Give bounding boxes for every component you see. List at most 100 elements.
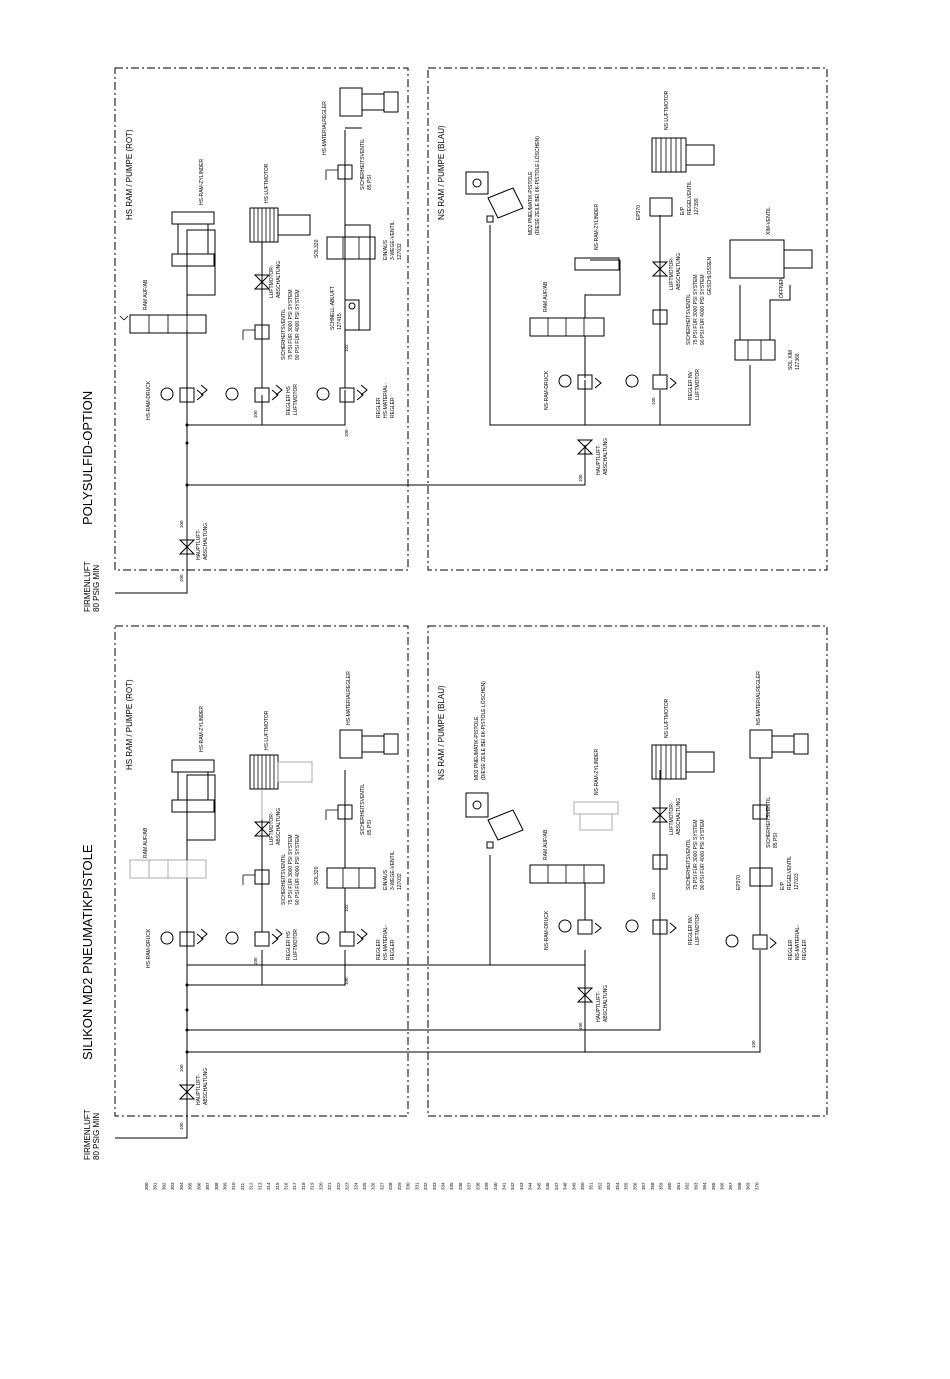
line-number: 339 <box>484 1182 489 1190</box>
supply-label-1: FIRMENLUFT <box>83 561 92 612</box>
line-number: 308 <box>214 1182 219 1190</box>
sil-num-100-e: 100 <box>578 1022 583 1030</box>
hs-material-regler-device-sil <box>339 729 399 759</box>
silikon-title: SILIKON MD2 PNEUMATIKPISTOLE <box>80 844 95 1060</box>
line-number: 322 <box>336 1182 341 1190</box>
sil-lm-abs-1: LUFTMOTOR- <box>269 812 275 845</box>
line-number: 337 <box>467 1182 472 1190</box>
hs-ram-regulator-poly <box>160 384 208 403</box>
md2-label-2-poly: (DIESE ZEILE BEI 6K-PISTOLE LÖSCHEN) <box>534 136 541 235</box>
ns-ram-aufab-label-poly: RAM AUF/AB <box>543 281 549 312</box>
line-number: 309 <box>223 1182 228 1190</box>
ns-ram-valve-poly <box>529 317 605 337</box>
sil-ns-ram-zyl: NS-RAM-ZYLINDER <box>594 748 600 795</box>
line-number: 351 <box>589 1182 594 1190</box>
line-number: 333 <box>432 1182 437 1190</box>
sil-ep-2: REGELVENTIL <box>787 856 793 890</box>
sil-regler-nv-1: REGLER NV <box>688 915 694 945</box>
line-number: 357 <box>641 1182 646 1190</box>
sil-ns-ram-aufab: RAM AUF/AB <box>543 829 549 860</box>
ns-ram-cylinder-poly <box>574 257 620 271</box>
sil-hs-mat-regler: HS-MATERIALREGLER <box>346 671 352 725</box>
sil-ns-sich85-2: 85 PSI <box>773 833 779 848</box>
sil-num-103: 103 <box>651 892 656 900</box>
line-number: 366 <box>720 1182 725 1190</box>
line-number: 335 <box>449 1182 454 1190</box>
onoff-3way-valve-poly <box>326 236 376 260</box>
sil-hs-ram-druck: HS-RAM-DRUCK <box>146 928 152 968</box>
line-number: 344 <box>528 1182 533 1190</box>
ns-material-regulator-sil <box>725 934 777 950</box>
sil-ep-1: E/P <box>780 881 786 890</box>
sil-num-100-c: 100 <box>253 957 258 965</box>
line-number: 318 <box>301 1182 306 1190</box>
line-number: 327 <box>379 1182 384 1190</box>
line-number: 359 <box>659 1182 664 1190</box>
hs-ram-cylinder-poly <box>171 211 215 267</box>
md2-gun-poly <box>465 171 524 223</box>
hs-motor-regulator-poly <box>225 384 283 403</box>
ns-motor-regulator-sil <box>625 919 677 935</box>
sil-ram-aufab: RAM AUF/AB <box>143 827 149 858</box>
line-number: 329 <box>397 1182 402 1190</box>
regler-mat-label-3: REGLER <box>390 397 396 418</box>
line-number: 310 <box>231 1182 236 1190</box>
onoff-3way-valve-sil <box>326 867 376 889</box>
hs-luftmotor-label-poly: HS LUFTMOTOR <box>264 163 270 203</box>
line-number: 304 <box>179 1182 184 1190</box>
line-number: 307 <box>205 1182 210 1190</box>
line-number: 334 <box>441 1182 446 1190</box>
sich-ns-label-2: 75 PSI FÜR 3000 PSI SYSTEM <box>692 274 699 345</box>
ns-ram-druck-label-poly: NS-RAM-DRUCK <box>544 370 550 410</box>
line-number: 347 <box>554 1182 559 1190</box>
sol320-label-poly: SOL320 <box>314 239 320 258</box>
ep370-label-poly: EP370 <box>636 205 642 220</box>
hs-title-sil: HS RAM / PUMPE (ROT) <box>125 679 134 770</box>
sil-sol320: SOL320 <box>314 866 320 885</box>
line-number: 332 <box>423 1182 428 1190</box>
einaus-label-1: EIN/AUS <box>383 239 389 260</box>
ns-ram-zyl-label-poly: NS-RAM-ZYLINDER <box>594 203 600 250</box>
hs-mat-regler-label-poly: HS-MATERIALREGLER <box>322 101 328 155</box>
hs-ram-druck-label: HS-RAM-DRUCK <box>146 380 152 420</box>
line-number: 306 <box>196 1182 201 1190</box>
regler-mat-label-1: REGLER <box>376 397 382 418</box>
sil-num-100-d: 100 <box>344 977 349 985</box>
einaus-label-3: 127032 <box>397 243 403 260</box>
line-number: 346 <box>545 1182 550 1190</box>
line-number: 352 <box>597 1182 602 1190</box>
line-number: 349 <box>571 1182 576 1190</box>
num-100-f: 100 <box>651 397 656 405</box>
hs-frame-sil <box>114 625 409 1117</box>
line-number: 364 <box>702 1182 707 1190</box>
xim-label-poly: XIM-VENTIL <box>766 207 772 235</box>
hs-material-regulator-sil <box>316 928 368 947</box>
sich-ns-label-1: SICHERHEITSVENTIL <box>686 294 692 345</box>
hs-ram-zyl-label-poly: HS-RAM-ZYLINDER <box>199 158 205 205</box>
line-number: 341 <box>502 1182 507 1190</box>
sil-md2-2: (DIESE ZEILE BEI 6K-PISTOLE LÖSCHEN) <box>480 681 487 780</box>
sil-sich-1: SICHERHEITSVENTIL <box>281 854 287 905</box>
line-number: 369 <box>746 1182 751 1190</box>
main-shutoff-valve-sil <box>178 1084 196 1100</box>
solxim-label-1: SOL XIM <box>788 350 794 370</box>
sil-sich-2: 75 PSI FÜR 3000 PSI SYSTEM <box>287 834 294 905</box>
line-number: 316 <box>284 1182 289 1190</box>
polysulfid-title: POLYSULFID-OPTION <box>80 391 95 525</box>
sil-regler-mat-1: REGLER <box>376 939 382 960</box>
ns-main-shutoff-1: HAUPTLUFT- <box>596 444 602 475</box>
sol-xim-valve-poly <box>734 339 776 361</box>
line-number: 338 <box>475 1182 480 1190</box>
supply-label-1-sil: FIRMENLUFT <box>83 1109 92 1160</box>
regler-hs-label-1: REGLER HS <box>286 385 292 415</box>
ns-ram-regulator-poly <box>558 374 602 390</box>
line-number: 355 <box>624 1182 629 1190</box>
sil-ns-sich-1: SICHERHEITSVENTIL <box>686 839 692 890</box>
sil-regler-ns-3: REGLER <box>802 939 808 960</box>
ram-updown-valve-sil <box>129 859 207 879</box>
regler-mat-label-2: HS-MATERIAL- <box>383 383 389 418</box>
sil-sich85-1: SICHERHEITSVENTIL <box>360 784 366 835</box>
line-number: 360 <box>667 1182 672 1190</box>
